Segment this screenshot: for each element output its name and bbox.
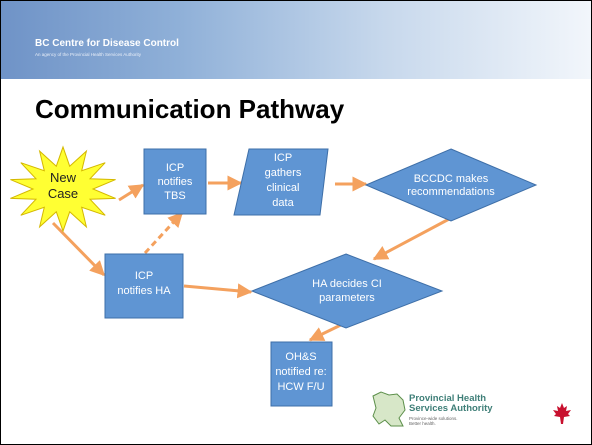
edge-icp-ha-to-decides: [183, 283, 253, 299]
slide-title: Communication Pathway: [35, 94, 345, 124]
gathers-label-line4: data: [272, 197, 294, 209]
phsa-tagline-line1: Province-wide solutions.: [409, 416, 458, 421]
phsa-name-line2: Services Authority: [409, 403, 493, 414]
edge-icp-ha-to-tbs-dashed: [143, 211, 184, 255]
maple-leaf-icon: [553, 403, 571, 424]
ohs-label-line3: HCW F/U: [277, 381, 324, 393]
tbs-label-line1: ICP: [166, 162, 184, 174]
node-ha-decides-ci-parameters: HA decides CI parameters: [250, 253, 444, 329]
node-icp-gathers-clinical-data: ICP gathers clinical data: [233, 148, 329, 216]
gathers-label-line3: clinical: [266, 182, 299, 194]
phsa-logo: [372, 391, 406, 427]
edge-newcase-to-tbs: [118, 183, 145, 202]
org-subtitle: An agency of the Provincial Health Servi…: [35, 52, 142, 57]
gathers-label-line2: gathers: [265, 167, 302, 179]
ha-decides-label-line2: parameters: [319, 292, 375, 304]
node-icp-notifies-tbs: ICP notifies TBS: [143, 148, 207, 215]
bc-map-icon: [372, 391, 406, 427]
tbs-label-line3: TBS: [164, 190, 185, 202]
tbs-label-line2: notifies: [158, 176, 193, 188]
ha-decides-label-line1: HA decides CI: [312, 278, 382, 290]
ohs-label-line1: OH&S: [285, 351, 316, 363]
phsa-tagline: Province-wide solutions. Better health.: [409, 416, 458, 426]
node-icp-notifies-ha: ICP notifies HA: [104, 253, 184, 319]
node-ohs-notified: OH&S notified re: HCW F/U: [270, 341, 333, 407]
icp-ha-label-line2: notifies HA: [117, 285, 171, 297]
phsa-tagline-line2: Better health.: [409, 421, 436, 426]
new-case-label-line1: New: [50, 170, 77, 185]
bccdc-label-line2: recommendations: [407, 186, 495, 198]
phsa-name-line1: Provincial Health: [409, 393, 487, 404]
ohs-label-line2: notified re:: [275, 366, 326, 378]
phsa-name: Provincial Health Services Authority: [409, 394, 493, 414]
icp-ha-label-line1: ICP: [135, 270, 153, 282]
edge-newcase-to-icp-ha: [51, 221, 106, 277]
bccdc-label-line1: BCCDC makes: [414, 173, 489, 185]
node-bccdc-makes-recommendations: BCCDC makes recommendations: [364, 148, 538, 222]
node-new-case: New Case: [10, 145, 116, 233]
gathers-label-line1: ICP: [274, 152, 292, 164]
new-case-label-line2: Case: [48, 186, 78, 201]
edge-bccdc-to-ha: [372, 216, 452, 261]
org-name: BC Centre for Disease Control: [35, 38, 179, 49]
header-band: [1, 1, 591, 79]
